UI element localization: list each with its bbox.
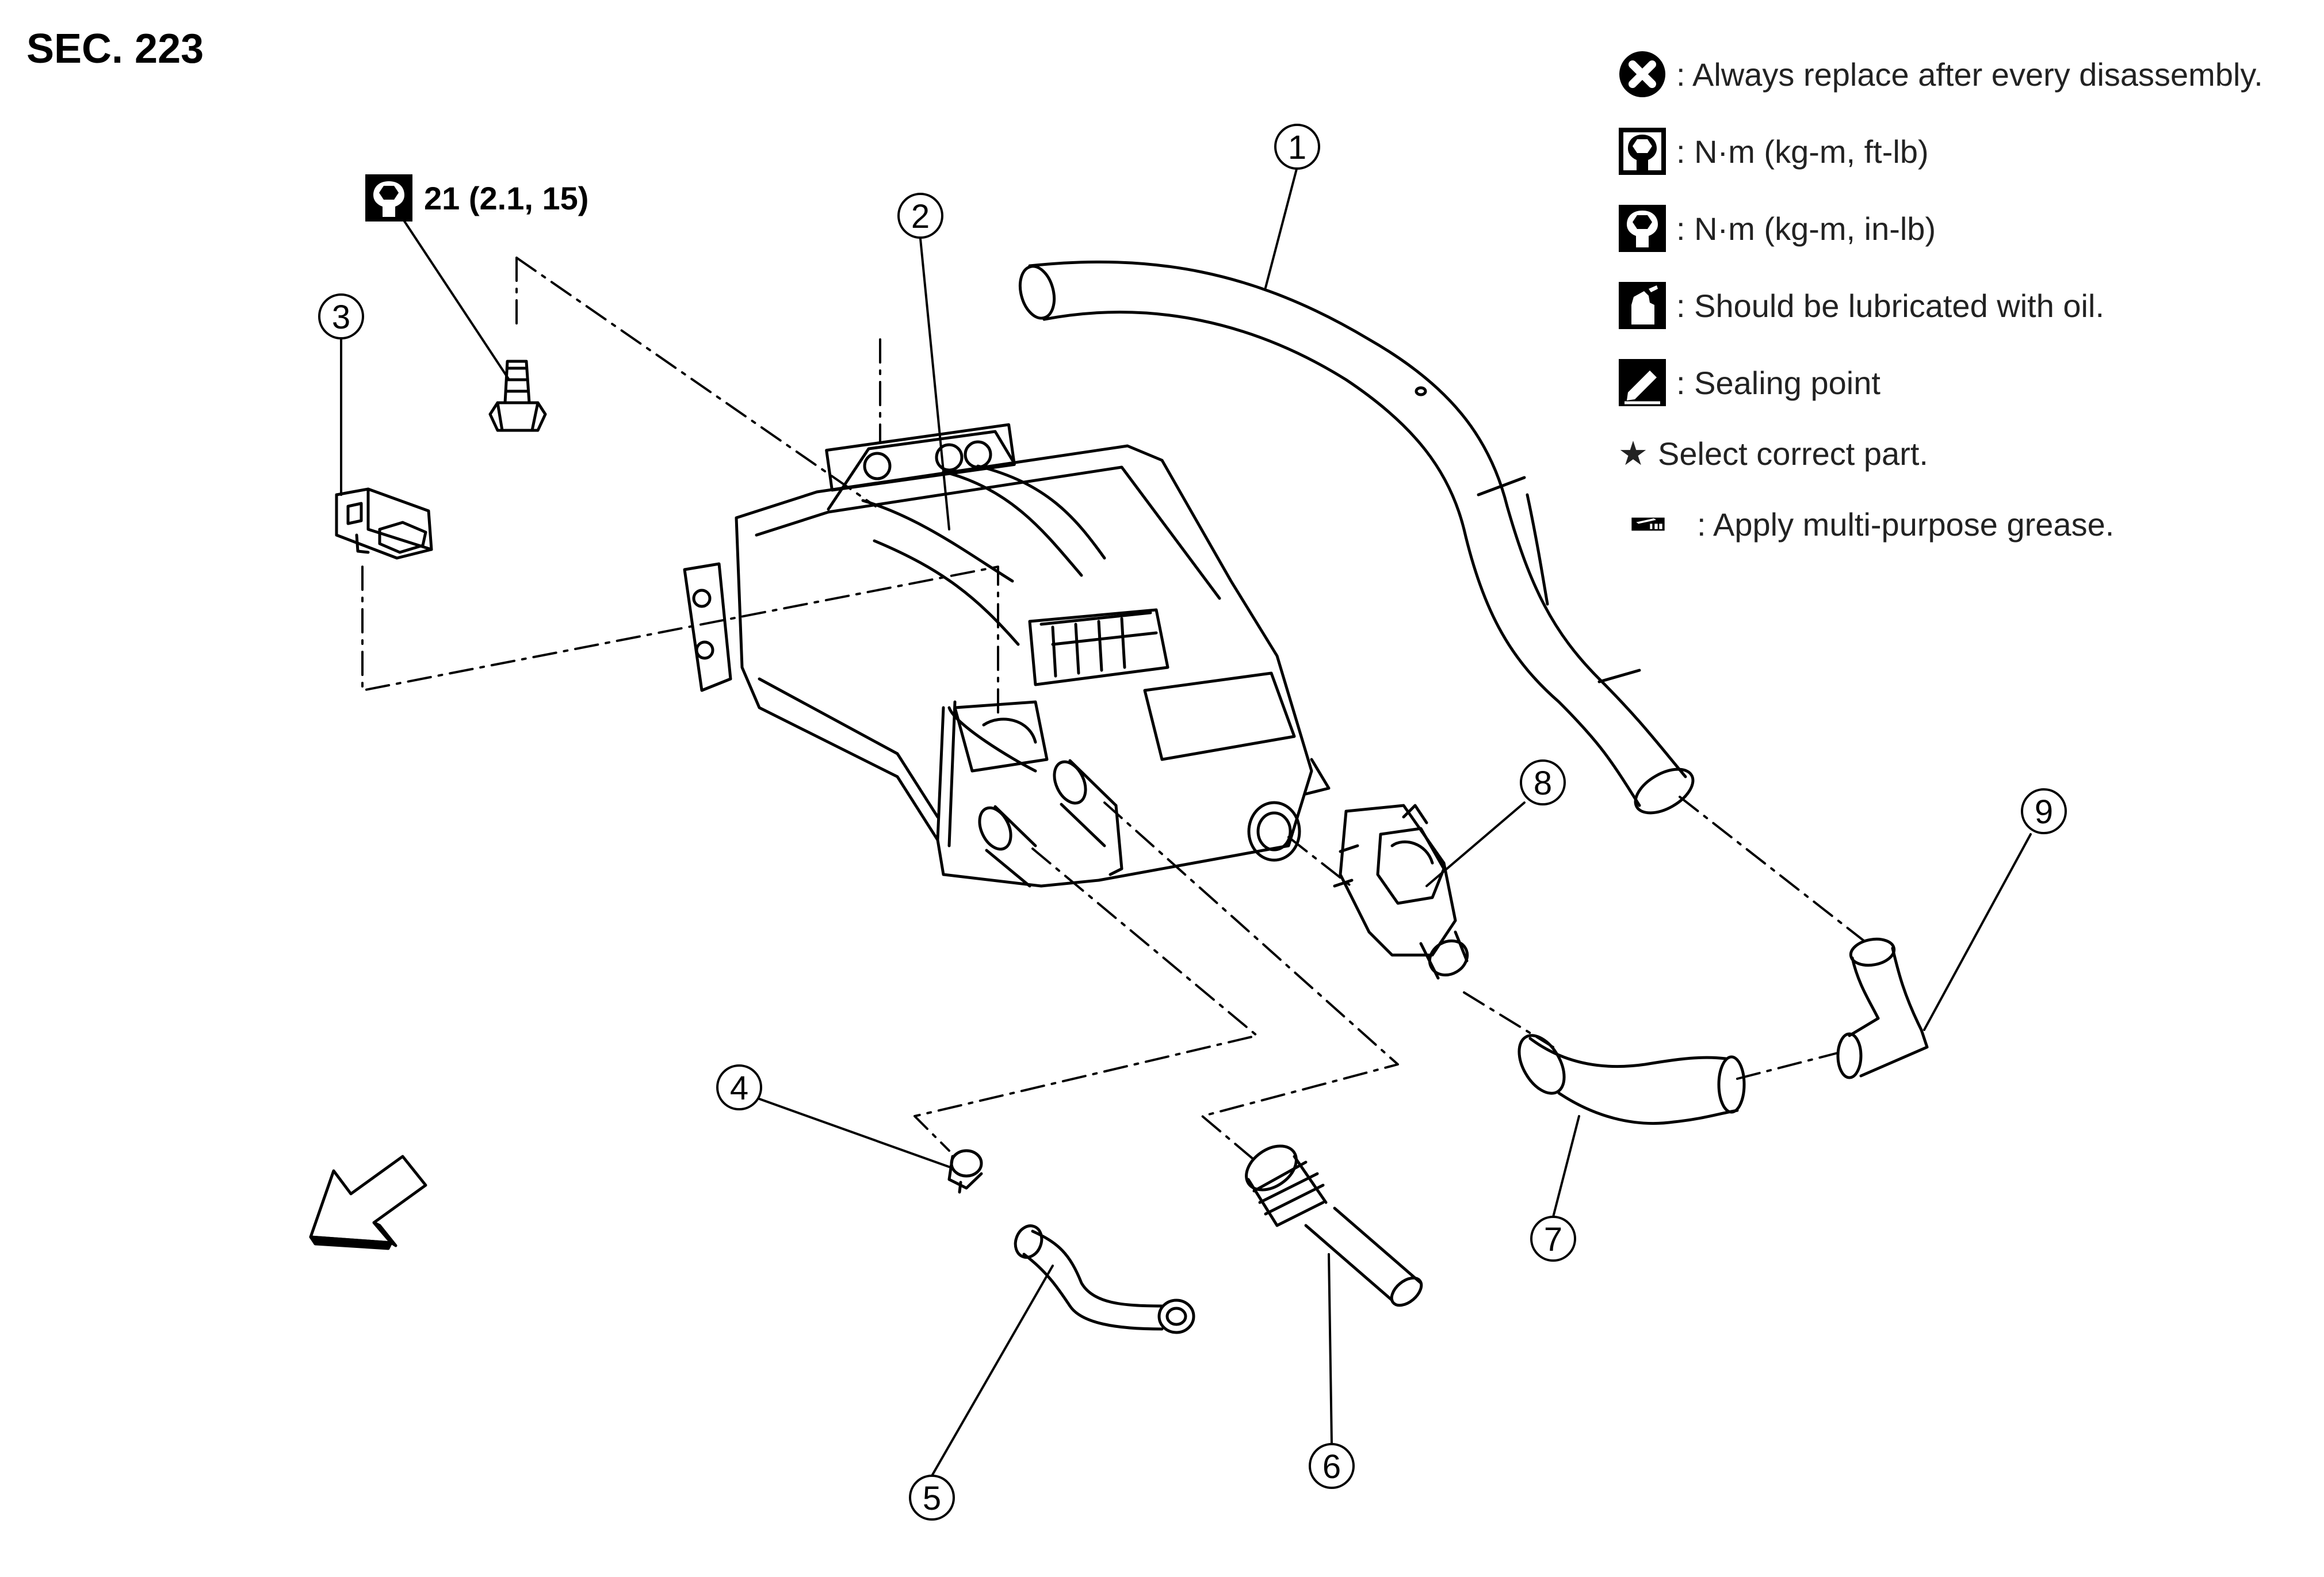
callout-label-4: 4 [730,1070,748,1107]
legend-item: : Should be lubricated with oil. [1616,267,2318,344]
callout-7 [1530,1216,1576,1262]
star-icon: ★ [1618,435,1648,472]
torque-in-lb-icon [1619,205,1666,252]
symbol-legend: : Always replace after every disassembly… [1616,36,2318,563]
torque-value: 21 (2.1, 15) [424,180,589,216]
bolt-torque-spec: 21 (2.1, 15) [364,173,588,223]
sealing-point-icon [1619,359,1666,406]
torque-in-lb-icon [365,174,412,222]
legend-text: : Should be lubricated with oil. [1676,287,2104,324]
callout-label-7: 7 [1544,1221,1562,1258]
callout-label-8: 8 [1534,765,1552,802]
callout-circles [318,124,2067,1521]
legend-item: : Sealing point [1616,344,2318,421]
callout-label-5: 5 [923,1480,941,1517]
callout-label-1: 1 [1288,129,1306,166]
callout-label-2: 2 [911,198,930,235]
x-circle-icon [1619,51,1665,97]
canister-port-middle [1053,759,1123,876]
leader-lines [340,166,2032,1477]
hose-part-5 [1014,1224,1195,1334]
hose-part-1 [1018,260,1695,815]
bolt-hardware [488,360,547,432]
canister-part-2 [683,423,1331,888]
callout-numbers: 1 2 3 4 5 6 7 8 9 [332,129,2053,1517]
canister-port-left [978,805,1037,888]
callout-4 [716,1064,762,1110]
legend-text: : N·m (kg-m, ft-lb) [1676,133,1929,170]
legend-text: Select correct part. [1658,435,1928,472]
callout-1 [1274,124,1320,170]
oil-can-icon [1619,282,1666,329]
legend-text: : Sealing point [1676,364,1880,401]
callout-6 [1309,1443,1355,1489]
front-direction-arrow-icon [309,1155,427,1250]
callout-2 [897,193,943,239]
callout-label-3: 3 [332,299,350,336]
callout-label-9: 9 [2035,793,2053,831]
canister-port-right [1247,801,1301,862]
legend-text: : Always replace after every disassembly… [1676,56,2263,93]
legend-text: : N·m (kg-m, in-lb) [1676,210,1936,247]
torque-ft-lb-icon [1619,128,1666,175]
legend-item: : N·m (kg-m, ft-lb) [1616,113,2318,190]
callout-5 [909,1475,955,1521]
clip-part-4 [947,1149,983,1194]
grease-icon [1631,517,1665,531]
legend-item: ★ Select correct part. [1616,421,2318,486]
legend-item: : Apply multi-purpose grease. [1616,486,2318,563]
legend-item: : N·m (kg-m, in-lb) [1616,190,2318,267]
section-label: SEC. 223 [26,26,204,72]
legend-item: : Always replace after every disassembly… [1616,36,2318,113]
callout-label-6: 6 [1322,1448,1341,1486]
hose-part-6 [1245,1144,1423,1307]
connector-part-3 [335,487,433,560]
valve-part-8 [1333,804,1469,980]
callout-9 [2021,788,2067,834]
callout-3 [318,293,364,339]
hose-part-7 [1518,1034,1746,1125]
pipe-part-9 [1836,937,1929,1079]
legend-text: : Apply multi-purpose grease. [1697,506,2115,543]
callout-8 [1520,759,1566,805]
alignment-lines [361,257,1865,1163]
